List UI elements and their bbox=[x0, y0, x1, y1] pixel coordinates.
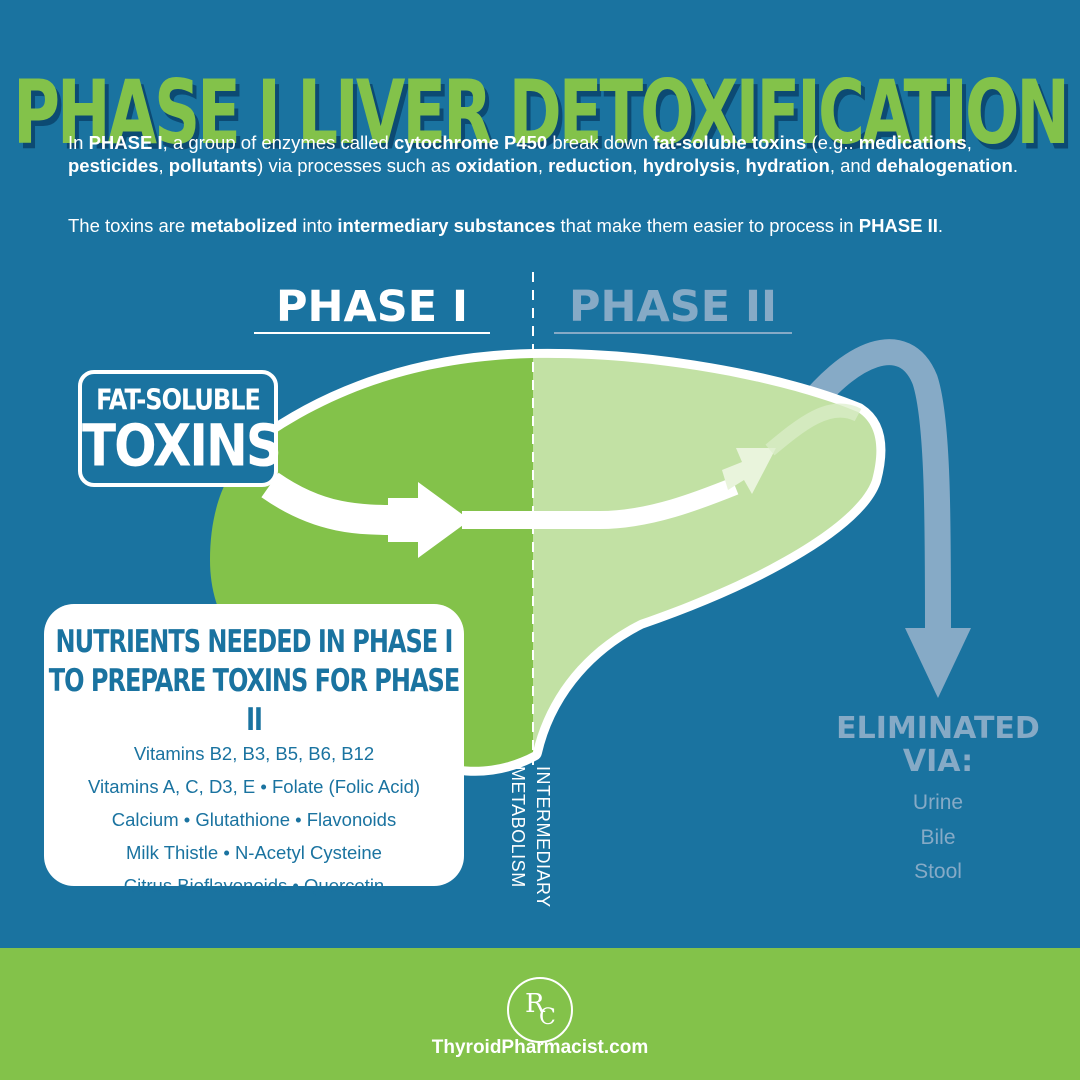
intro-p1-segment: break down bbox=[547, 132, 654, 153]
intro-p1-segment: oxidation bbox=[455, 155, 538, 176]
intro-p1-segment: (e.g.: bbox=[806, 132, 859, 153]
intro-p1-segment: dehalogenation bbox=[876, 155, 1013, 176]
elimination-route: Bile bbox=[920, 825, 956, 849]
intro-p1-segment: , bbox=[966, 132, 972, 153]
intro-p1-segment: medications bbox=[858, 132, 967, 153]
toxin-flow-path bbox=[261, 472, 401, 535]
intro-paragraph-1: In PHASE I, a group of enzymes called cy… bbox=[68, 131, 1028, 177]
intermediary-label-line-2: METABOLISM bbox=[508, 766, 528, 888]
nutrient-item: Citrus Bioflavonoids • Quercetin bbox=[123, 875, 385, 896]
intro-p1-segment: pollutants bbox=[168, 155, 258, 176]
intro-p1-segment: , a group of enzymes called bbox=[162, 132, 394, 153]
intro-p1-segment: PHASE I bbox=[88, 132, 163, 153]
intro-p2-segment: . bbox=[937, 215, 944, 236]
website-link[interactable]: ThyroidPharmacist.com bbox=[431, 1037, 649, 1058]
nutrients-box: NUTRIENTS NEEDED IN PHASE I TO PREPARE T… bbox=[44, 604, 464, 896]
intro-p1-segment: fat-soluble toxins bbox=[653, 132, 807, 153]
intro-p1-segment: , bbox=[158, 155, 169, 176]
intro-p1-segment: . bbox=[1012, 155, 1018, 176]
intro-p1-segment: hydration bbox=[745, 155, 830, 176]
nutrients-heading: NUTRIENTS NEEDED IN PHASE I TO PREPARE T… bbox=[44, 622, 464, 739]
liver-phase-2-half bbox=[533, 357, 877, 752]
fat-soluble-toxins-box: FAT-SOLUBLE TOXINS bbox=[78, 370, 282, 487]
nutrient-item: Vitamins B2, B3, B5, B6, B12 bbox=[133, 743, 375, 764]
flow-path-upper bbox=[765, 403, 862, 456]
intro-p1-segment: , and bbox=[829, 155, 877, 176]
eliminated-heading-line-1: ELIMINATED bbox=[836, 711, 1040, 746]
intro-p2-segment: that make them easier to process in bbox=[555, 215, 859, 236]
elimination-route: Urine bbox=[912, 791, 964, 814]
nutrient-item: Vitamins A, C, D3, E • Folate (Folic Aci… bbox=[87, 776, 421, 797]
intro-p1-segment: hydrolysis bbox=[642, 155, 736, 176]
flow-arrow-1 bbox=[388, 482, 470, 558]
intro-paragraph-2: The toxins are metabolized into intermed… bbox=[68, 214, 1028, 237]
intro-p1-segment: pesticides bbox=[68, 155, 159, 176]
brand-logo[interactable]: R C bbox=[507, 977, 573, 1043]
page-title: PHASE I LIVER DETOXIFICATION bbox=[13, 62, 1070, 165]
intro-p1-segment: In bbox=[68, 132, 89, 153]
logo-letter-c: C bbox=[539, 1005, 556, 1030]
elimination-routes-list: Urine Bile Stool bbox=[818, 786, 1058, 890]
intro-p1-segment: , bbox=[632, 155, 643, 176]
eliminated-heading: ELIMINATED VIA: bbox=[818, 712, 1058, 778]
intro-p1-segment: , bbox=[735, 155, 746, 176]
nutrients-list: Vitamins B2, B3, B5, B6, B12 Vitamins A,… bbox=[44, 737, 464, 902]
nutrient-item: Calcium • Glutathione • Flavonoids bbox=[111, 809, 397, 830]
phase-2-heading: PHASE II bbox=[554, 282, 792, 334]
phase-1-heading: PHASE I bbox=[254, 282, 490, 334]
nutrient-item: Milk Thistle • N-Acetyl Cysteine bbox=[126, 842, 382, 863]
toxins-box-line-1: FAT-SOLUBLE bbox=[96, 383, 261, 417]
intro-p2-segment: The toxins are bbox=[68, 215, 191, 236]
intermediary-label-line-1: INTERMEDIARY bbox=[533, 766, 553, 908]
intro-p1-segment: , bbox=[537, 155, 549, 176]
eliminated-heading-line-2: VIA: bbox=[902, 744, 974, 779]
nutrients-heading-line-1: NUTRIENTS NEEDED IN PHASE I bbox=[55, 623, 454, 660]
elimination-arrowhead bbox=[905, 628, 971, 698]
intro-p1-segment: cytochrome P450 bbox=[394, 132, 548, 153]
intro-p2-segment: PHASE II bbox=[858, 215, 938, 236]
logo-letter-r: R bbox=[525, 989, 545, 1019]
intro-p2-segment: metabolized bbox=[190, 215, 298, 236]
intro-p1-segment: reduction bbox=[548, 155, 633, 176]
elimination-route: Stool bbox=[914, 860, 962, 883]
flow-path-middle bbox=[462, 477, 739, 529]
flow-arrow-2 bbox=[722, 448, 776, 494]
nutrients-heading-line-2: TO PREPARE TOXINS FOR PHASE II bbox=[48, 662, 460, 738]
intro-p1-segment: ) via processes such as bbox=[257, 155, 456, 176]
intro-p2-segment: into bbox=[297, 215, 338, 236]
bile-duct-tube bbox=[789, 339, 951, 631]
intro-p2-segment: intermediary substances bbox=[337, 215, 556, 236]
toxins-box-line-2: TOXINS bbox=[82, 412, 282, 480]
